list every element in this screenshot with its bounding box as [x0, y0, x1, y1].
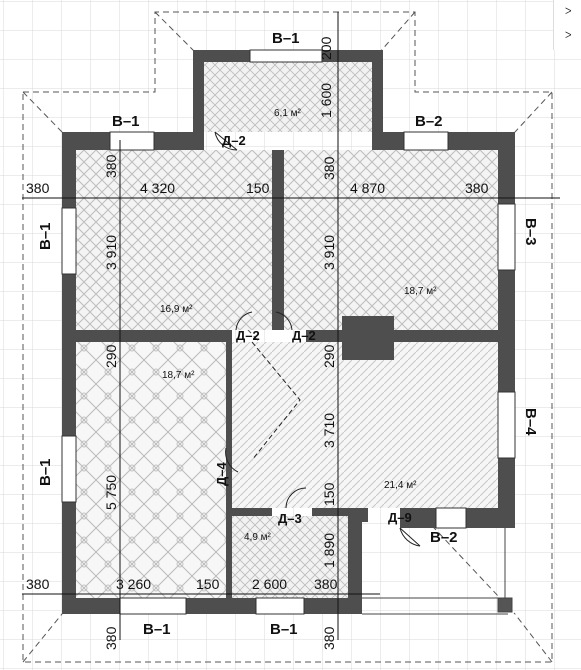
windows — [61, 49, 516, 615]
room-ne-floor — [284, 150, 498, 330]
dim-380-bl-vertical: 380 — [103, 626, 119, 650]
door-label-bath: Д–3 — [278, 511, 302, 526]
dimension-lines — [22, 12, 560, 640]
dim-150-mid: 150 — [321, 482, 337, 506]
dim-3910-left: 3 910 — [103, 235, 119, 270]
vestibule-floor — [204, 62, 372, 132]
dim-150-top: 150 — [246, 180, 270, 196]
door-label-bump: Д–2 — [222, 133, 246, 148]
porch — [362, 528, 513, 615]
door-label-exit: Д–9 — [388, 510, 412, 525]
dim-4320: 4 320 — [140, 180, 175, 196]
dim-380-mid-vertical: 380 — [321, 156, 337, 180]
area-hall: 21,4 м² — [384, 480, 417, 491]
window-label-top-left: В–1 — [112, 113, 140, 130]
dim-150-bottom: 150 — [196, 576, 220, 592]
sidebar-arrow-icon-2[interactable]: ᐳ — [565, 31, 572, 41]
dim-380-tr-horizontal: 380 — [465, 180, 489, 196]
area-room-nw: 16,9 м² — [160, 304, 193, 315]
bath-floor — [232, 516, 348, 598]
dim-3710: 3 710 — [321, 413, 337, 448]
sidebar-arrow-icon[interactable]: ᐳ — [565, 7, 572, 17]
door-swings — [214, 131, 421, 547]
dim-1890: 1 890 — [321, 533, 337, 568]
window-label-left-upper: В–1 — [37, 222, 54, 250]
area-room-ne: 18,7 м² — [404, 286, 437, 297]
dim-380-tl-vertical: 380 — [103, 154, 119, 178]
door-label-right-room: Д–2 — [292, 328, 316, 343]
window-label-right-lower: В–4 — [522, 408, 539, 436]
door-label-left-room: Д–2 — [236, 328, 260, 343]
window-label-notch: В–2 — [430, 529, 458, 546]
dim-200: 200 — [318, 36, 334, 60]
dim-380-bl-horizontal: 380 — [26, 576, 50, 592]
dim-2600: 2 600 — [252, 576, 287, 592]
door-label-hall-west: Д–4 — [214, 462, 229, 486]
dim-290-right: 290 — [321, 344, 337, 368]
window-label-right-upper: В–3 — [522, 218, 539, 246]
dim-380-tl-horizontal: 380 — [26, 180, 50, 196]
area-vestibule: 6,1 м² — [274, 108, 302, 119]
room-w-floor — [76, 342, 226, 598]
dim-290-left: 290 — [103, 344, 119, 368]
dim-380-br-vertical: 380 — [321, 626, 337, 650]
area-bath: 4,9 м² — [244, 532, 272, 543]
side-panel-edge: ᐳ ᐳ — [553, 0, 581, 50]
dim-380-bottom-horizontal: 380 — [314, 576, 338, 592]
window-label-left-lower: В–1 — [37, 458, 54, 486]
hall-floor — [232, 342, 498, 508]
dim-5750: 5 750 — [103, 475, 119, 510]
room-nw-floor — [76, 150, 272, 330]
window-label-top-bump: В–1 — [272, 30, 300, 47]
dim-4870: 4 870 — [350, 180, 385, 196]
window-label-top-right: В–2 — [415, 113, 443, 130]
window-label-bottom-left: В–1 — [143, 621, 171, 638]
dim-1600: 1 600 — [318, 83, 334, 118]
window-label-bottom-mid: В–1 — [270, 621, 298, 638]
dim-3910-right: 3 910 — [321, 235, 337, 270]
dim-3260: 3 260 — [116, 576, 151, 592]
area-room-w: 18,7 м² — [162, 370, 195, 381]
